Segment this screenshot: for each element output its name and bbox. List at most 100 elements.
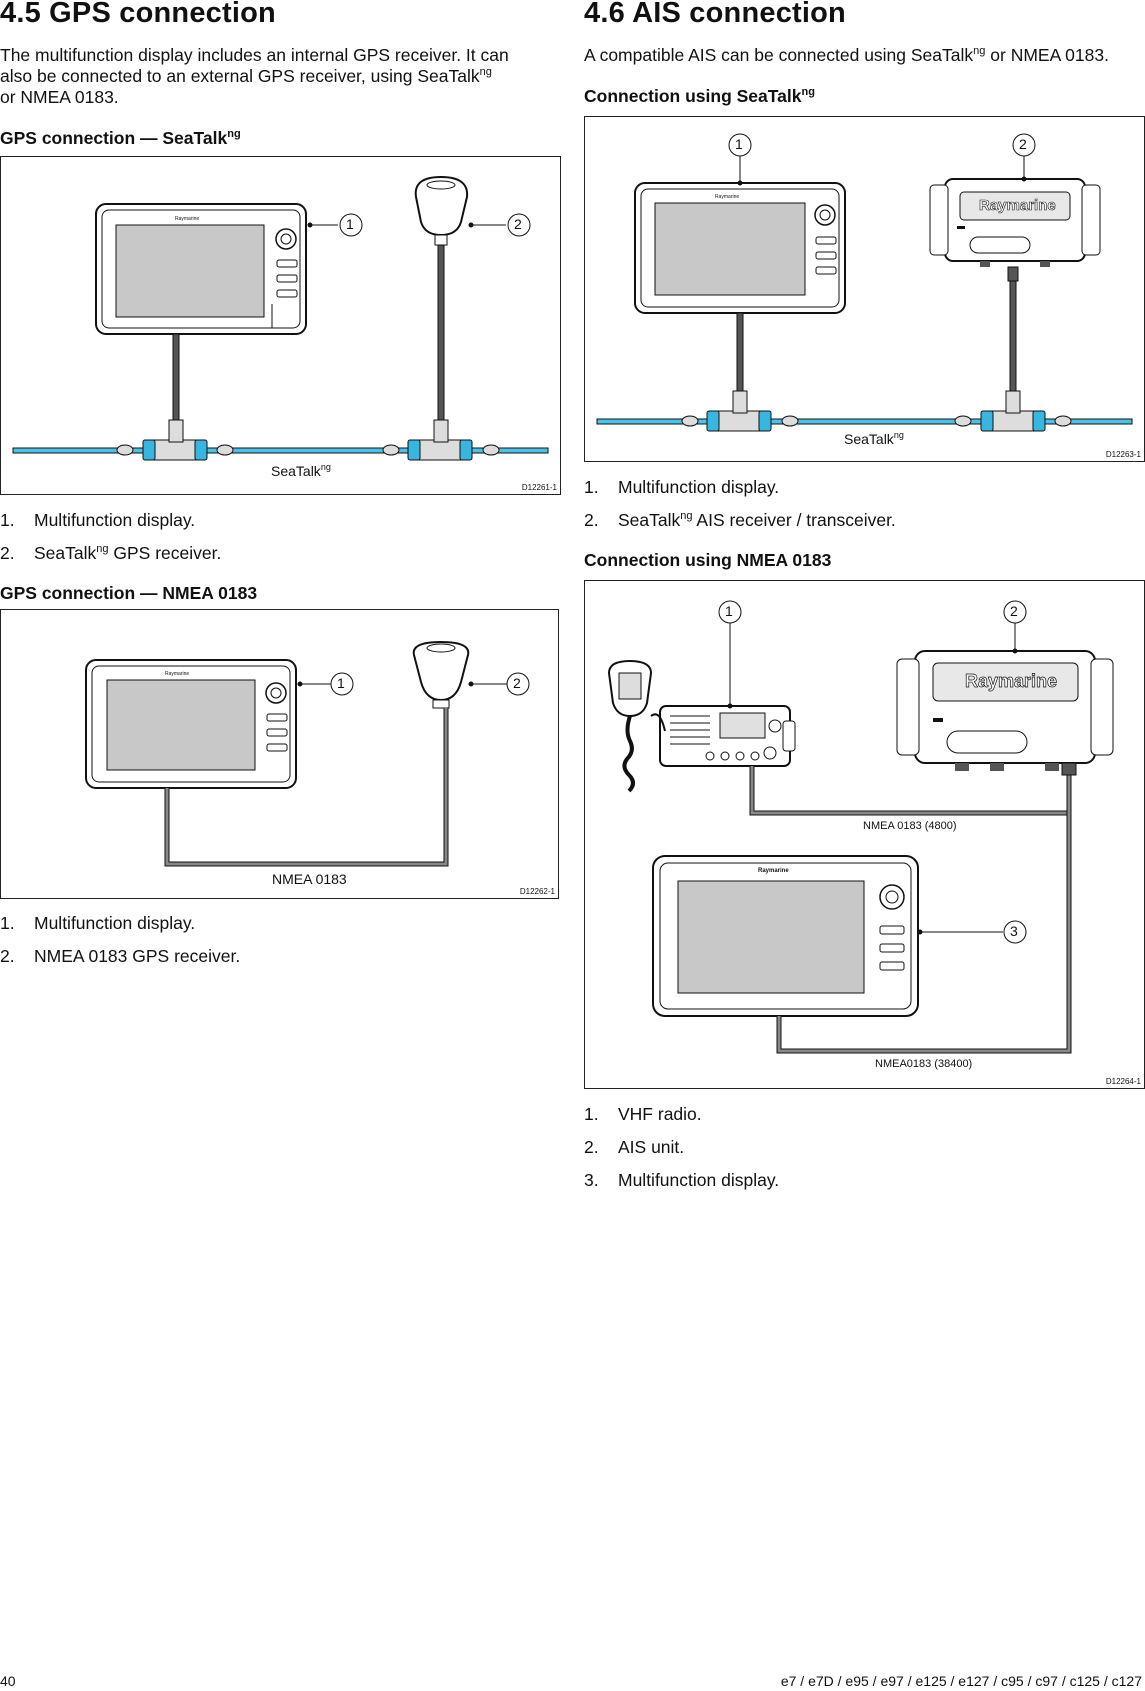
callout-2-label: 2 <box>513 675 521 691</box>
superscript-ng: ng <box>227 128 241 140</box>
list-item: 1. Multifunction display. <box>584 477 1144 510</box>
list-text-pre: SeaTalk <box>618 510 681 530</box>
list-item: 1. Multifunction display. <box>0 913 560 946</box>
gps-seatalk-diagram <box>12 175 549 461</box>
callout-1-label: 1 <box>337 675 345 691</box>
gps-intro: The multifunction display includes an in… <box>0 45 560 108</box>
ais-intro-pre: A compatible AIS can be connected using … <box>584 45 974 65</box>
list-item: 3. Multifunction display. <box>584 1170 1144 1203</box>
list-text: Multifunction display. <box>34 913 196 933</box>
list-number: 1. <box>0 913 15 933</box>
gps-column: 4.5 GPS connection The multifunction dis… <box>0 0 560 108</box>
gps-intro-line-2: also be connected to an external GPS rec… <box>0 66 480 86</box>
gps-antenna-drawing <box>414 175 469 246</box>
list-item: 2. NMEA 0183 GPS receiver. <box>0 946 560 979</box>
callout-2 <box>506 672 530 696</box>
t-piece-2 <box>382 419 500 461</box>
superscript-ng: ng <box>680 510 693 522</box>
superscript-ng: ng <box>801 86 815 98</box>
list-number: 2. <box>0 543 15 563</box>
figure-code: D12261-1 <box>521 483 557 492</box>
display-brand-logo: Raymarine <box>715 194 740 200</box>
list-text-post: GPS receiver. <box>108 543 222 563</box>
gps-nmea-title: GPS connection — NMEA 0183 <box>0 583 258 603</box>
ais-brand-logo: Raymarine <box>979 197 1056 215</box>
seatalk-bus-label: SeaTalkng <box>271 462 331 480</box>
figure-code: D12262-1 <box>519 887 555 896</box>
bus-label-text: SeaTalk <box>271 463 321 479</box>
multifunction-display-drawing <box>634 182 846 314</box>
nmea-cable <box>165 708 448 866</box>
callout-1-label: 1 <box>735 136 743 152</box>
ais-unit-drawing <box>896 650 1114 771</box>
callout-1 <box>718 600 742 624</box>
superscript-ng: ng <box>973 45 986 57</box>
nmea-cable-4800 <box>750 766 1071 815</box>
seatalk-bus-cable <box>596 418 1133 425</box>
ais-seatalk-title-text: Connection using SeaTalk <box>584 86 802 106</box>
list-number: 2. <box>584 510 599 530</box>
list-text: SeaTalkng AIS receiver / transceiver. <box>618 510 896 530</box>
list-number: 1. <box>584 1104 599 1124</box>
gps-seatalk-title-text: GPS connection — SeaTalk <box>0 128 228 148</box>
callout-2 <box>507 213 531 237</box>
multifunction-display-drawing <box>95 203 307 335</box>
seatalk-bus-cable <box>12 447 549 454</box>
callout-1 <box>728 133 752 157</box>
list-item: 2. AIS unit. <box>584 1137 1144 1170</box>
callout-2-label: 2 <box>1010 603 1018 619</box>
gps-seatalk-legend: 1. Multifunction display. 2. SeaTalkng G… <box>0 510 560 576</box>
callout-2 <box>1003 600 1027 624</box>
superscript-ng: ng <box>96 543 109 555</box>
ais-nmea-legend: 1. VHF radio. 2. AIS unit. 3. Multifunct… <box>584 1104 1144 1203</box>
ais-seatalk-diagram <box>596 133 1133 432</box>
list-text: AIS unit. <box>618 1137 685 1157</box>
callout-1-label: 1 <box>725 603 733 619</box>
seatalk-bus-label: SeaTalkng <box>844 430 904 448</box>
t-piece-1 <box>116 419 234 461</box>
ais-intro: A compatible AIS can be connected using … <box>584 45 1144 66</box>
list-text-post: AIS receiver / transceiver. <box>692 510 896 530</box>
superscript-ng: ng <box>479 66 492 78</box>
list-text: SeaTalkng GPS receiver. <box>34 543 221 563</box>
ais-intro-post: or NMEA 0183. <box>985 45 1109 65</box>
bus-label-text: SeaTalk <box>844 431 894 447</box>
gps-nmea-diagram <box>85 640 530 867</box>
gps-seatalk-figure: 1 2 Raymarine SeaTalkng D12261-1 <box>0 156 561 495</box>
gps-intro-line-1: The multifunction display includes an in… <box>0 45 509 65</box>
ais-brand-logo: Raymarine <box>965 671 1058 692</box>
callout-2 <box>1012 133 1036 157</box>
ais-unit-drawing <box>929 178 1101 267</box>
gps-nmea-legend: 1. Multifunction display. 2. NMEA 0183 G… <box>0 913 560 979</box>
ais-nmea-diagram <box>607 600 1114 1054</box>
display-brand-logo: Raymarine <box>758 868 789 874</box>
display-brand-logo: Raymarine <box>175 216 200 222</box>
callout-2-label: 2 <box>514 216 522 232</box>
list-item: 2. SeaTalkng AIS receiver / transceiver. <box>584 510 1144 543</box>
gps-antenna-drawing <box>412 640 470 709</box>
list-number: 2. <box>584 1137 599 1157</box>
list-text: Multifunction display. <box>618 477 780 497</box>
gps-seatalk-title: GPS connection — SeaTalkng <box>0 128 241 148</box>
figure-code: D12263-1 <box>1105 450 1141 459</box>
list-number: 1. <box>584 477 599 497</box>
list-text: VHF radio. <box>618 1104 702 1124</box>
gps-heading: 4.5 GPS connection <box>0 0 276 29</box>
list-item: 1. VHF radio. <box>584 1104 1144 1137</box>
superscript-ng: ng <box>893 430 904 440</box>
superscript-ng: ng <box>320 462 331 472</box>
list-text: Multifunction display. <box>618 1170 780 1190</box>
t-piece-2 <box>954 390 1072 432</box>
gps-intro-line-3: or NMEA 0183. <box>0 87 119 107</box>
ais-seatalk-figure: 1 2 Raymarine Raymarine SeaTalkng D12263… <box>584 116 1145 462</box>
list-text: NMEA 0183 GPS receiver. <box>34 946 241 966</box>
nmea-cable-label: NMEA 0183 <box>272 871 347 887</box>
list-text: Multifunction display. <box>34 510 196 530</box>
callout-2-label: 2 <box>1019 136 1027 152</box>
gps-nmea-figure: 1 2 Raymarine NMEA 0183 D12262-1 <box>0 609 559 899</box>
callout-1 <box>330 672 354 696</box>
list-number: 1. <box>0 510 15 530</box>
callout-3 <box>1003 920 1027 944</box>
callout-1 <box>339 213 363 237</box>
nmea-4800-label: NMEA 0183 (4800) <box>863 820 957 832</box>
